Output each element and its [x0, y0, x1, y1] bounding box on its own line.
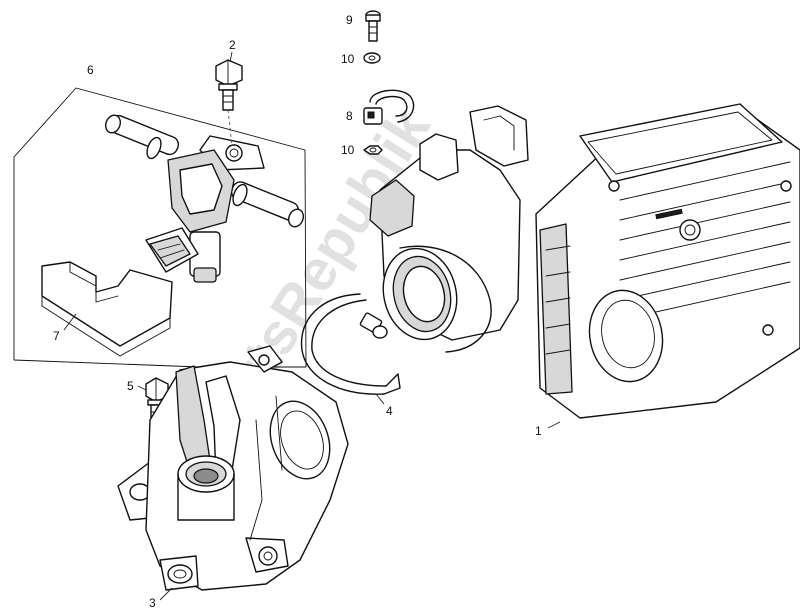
part-10-washer-lower: [363, 145, 383, 155]
part-3-intake-manifold: [117, 345, 349, 591]
label-part-6: 6: [87, 63, 94, 77]
part-8-clip: [363, 89, 415, 125]
part-10-washer-upper: [363, 52, 381, 64]
leader-5: [137, 385, 147, 391]
part-7-heat-shield: [41, 261, 173, 357]
label-part-3: 3: [149, 596, 156, 610]
part-9-screw: [365, 10, 381, 42]
label-part-10-upper: 10: [341, 52, 355, 66]
label-part-2: 2: [229, 38, 236, 52]
label-part-1: 1: [535, 424, 542, 438]
part-6-injector: [104, 114, 305, 283]
label-part-5: 5: [127, 379, 134, 393]
leader-3: [159, 587, 173, 601]
leader-7: [63, 313, 77, 331]
part-1-throttle-body: [369, 103, 800, 419]
label-part-9: 9: [346, 13, 353, 27]
label-part-10-lower: 10: [341, 143, 355, 157]
injector-kit-outline: [13, 87, 307, 368]
label-part-7: 7: [53, 329, 60, 343]
label-part-8: 8: [346, 109, 353, 123]
leader-4: [375, 393, 385, 405]
part-2-bolt: [215, 59, 243, 147]
part-4-hose-clamp: [300, 293, 401, 395]
leader-2: [229, 51, 233, 63]
leader-1: [547, 421, 561, 429]
label-part-4: 4: [386, 404, 393, 418]
